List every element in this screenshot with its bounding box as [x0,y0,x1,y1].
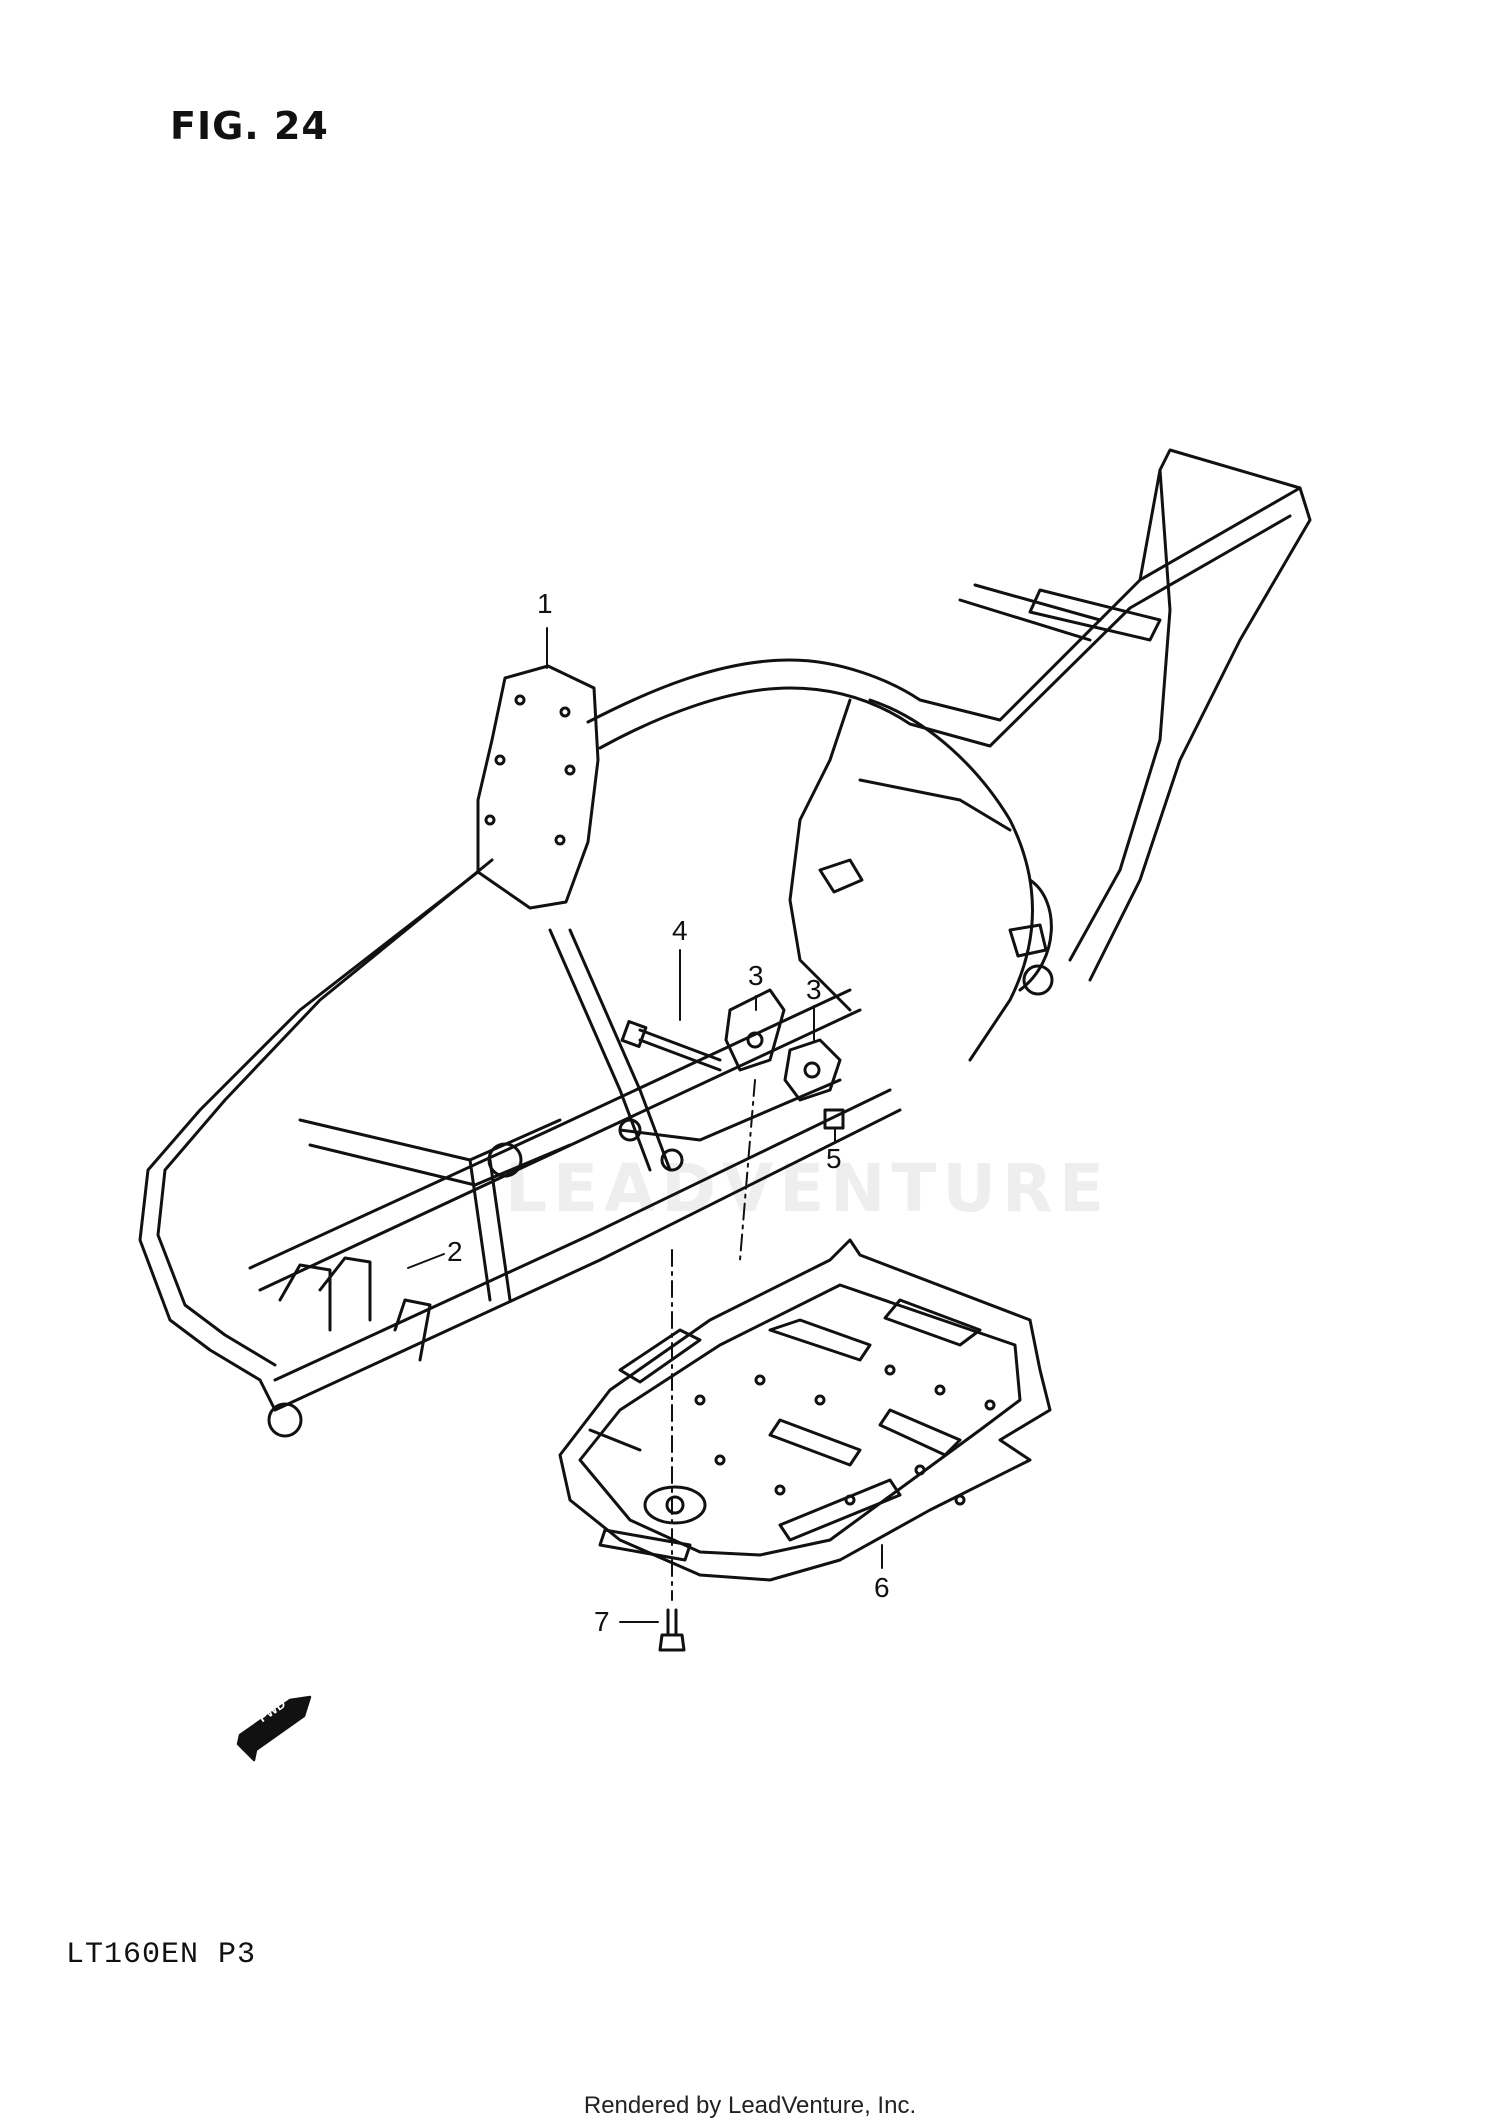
frame-body [138,448,1312,1438]
callout-6: 6 [874,1572,890,1603]
footer-credit: Rendered by LeadVenture, Inc. [583,2092,917,2119]
callout-7: 7 [594,1606,610,1637]
callout-1: 1 [537,588,553,619]
callout-3b: 3 [806,974,822,1005]
callout-4: 4 [672,915,688,946]
figure-title: FIG. 24 [170,104,329,148]
fwd-arrow-icon [236,1695,312,1762]
model-code: LT160EN P3 [66,1938,257,1972]
leader-lines [407,627,883,1623]
skid-plate-6 [558,1238,1052,1582]
bolt-7 [658,1608,686,1652]
watermark: LEADVENTURE [505,1150,1110,1227]
bolt-4 [620,1020,722,1072]
callout-3a: 3 [748,960,764,991]
bracket-3b [783,1038,842,1102]
assembly-centerline-2 [739,1079,756,1261]
callout-5: 5 [826,1143,842,1174]
bracket-3a [724,988,786,1072]
callout-2: 2 [447,1236,463,1267]
